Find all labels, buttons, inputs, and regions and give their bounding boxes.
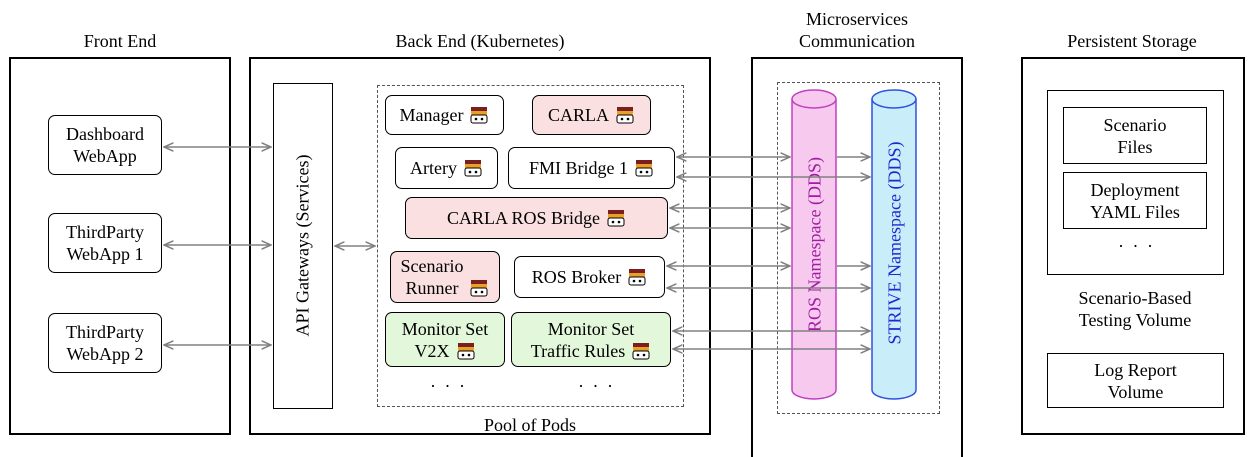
pod-carla-ros-bridge: CARLA ROS Bridge <box>405 197 668 239</box>
front-end-heading: Front End <box>83 31 157 51</box>
thirdparty-webapp-1-line1: ThirdParty <box>66 222 144 242</box>
docker-icon <box>607 210 625 227</box>
pod-carla-label: CARLA <box>547 105 609 125</box>
pod-monitor-traffic-line1: Monitor Set <box>547 318 635 339</box>
scenario-files: Scenario Files <box>1063 107 1207 164</box>
microservices-heading-line1: Microservices <box>806 9 908 29</box>
docker-icon <box>457 342 474 359</box>
namespace-container <box>777 82 940 414</box>
log-report-line1: Log Report <box>1094 359 1177 380</box>
scenario-files-line1: Scenario <box>1103 114 1167 135</box>
volume-label-line1: Scenario-Based <box>1078 288 1192 308</box>
log-report-volume: Log Report Volume <box>1047 353 1224 408</box>
storage-ellipsis: · · · <box>1118 236 1155 256</box>
pod-fmi-bridge: FMI Bridge 1 <box>508 147 675 189</box>
pod-carla-ros-bridge-label: CARLA ROS Bridge <box>446 208 601 228</box>
thirdparty-webapp-1: ThirdParty WebApp 1 <box>48 213 162 273</box>
log-report-line2: Volume <box>1107 381 1164 402</box>
pod-ros-broker: ROS Broker <box>514 256 665 298</box>
docker-icon <box>632 342 650 359</box>
microservices-heading-line2: Communication <box>799 31 915 51</box>
connection-arrows <box>0 0 1256 437</box>
pod-carla: CARLA <box>532 95 651 135</box>
pod-monitor-traffic-line2: Traffic Rules <box>530 340 626 361</box>
pod-manager: Manager <box>385 95 504 135</box>
persistent-storage-heading: Persistent Storage <box>1067 31 1197 51</box>
volume-label-line2: Testing Volume <box>1078 310 1192 330</box>
deployment-yaml-files: Deployment YAML Files <box>1063 172 1207 229</box>
pod-scenario-runner-line1: Scenario <box>400 256 464 276</box>
dashboard-webapp-line1: Dashboard <box>66 124 144 144</box>
deployment-line2: YAML Files <box>1090 201 1180 222</box>
microservices-column <box>751 57 963 457</box>
pod-monitor-traffic-rules: Monitor Set Traffic Rules <box>511 312 671 367</box>
pod-monitor-v2x-line2: V2X <box>414 340 450 361</box>
pod-monitor-v2x: Monitor Set V2X <box>385 312 505 367</box>
api-gateway <box>273 83 333 409</box>
docker-icon <box>470 107 488 124</box>
thirdparty-webapp-2: ThirdParty WebApp 2 <box>48 313 162 373</box>
pod-monitor-v2x-line1: Monitor Set <box>401 318 489 339</box>
back-end-heading: Back End (Kubernetes) <box>395 31 565 51</box>
docker-icon <box>635 160 653 177</box>
pod-manager-label: Manager <box>399 105 464 125</box>
docker-icon <box>628 269 646 286</box>
pool-of-pods <box>377 85 684 407</box>
thirdparty-webapp-1-line2: WebApp 1 <box>66 244 144 264</box>
pod-artery-label: Artery <box>410 158 457 178</box>
docker-icon <box>470 280 488 297</box>
pod-fmi-bridge-label: FMI Bridge 1 <box>529 158 628 178</box>
pod-scenario-runner-line2: Runner <box>405 278 459 298</box>
pod-scenario-runner-label: Scenario Runner <box>401 255 464 299</box>
thirdparty-webapp-2-line2: WebApp 2 <box>66 344 144 364</box>
docker-icon <box>464 160 482 177</box>
pod-monitor-traffic-line2-wrap: Traffic Rules <box>531 340 652 362</box>
pool-of-pods-label: Pool of Pods <box>483 415 577 435</box>
thirdparty-webapp-2-line1: ThirdParty <box>66 322 144 342</box>
strive-namespace-cylinder <box>871 89 917 400</box>
deployment-line1: Deployment <box>1090 179 1180 200</box>
pod-ros-broker-label: ROS Broker <box>531 267 622 287</box>
pods-ellipsis-left: · · · <box>430 376 467 396</box>
scenario-files-line2: Files <box>1117 136 1153 157</box>
pod-artery: Artery <box>395 147 498 189</box>
pod-scenario-runner: Scenario Runner <box>390 251 500 303</box>
pods-ellipsis-right: · · · <box>578 376 615 396</box>
pod-monitor-v2x-line2-wrap: V2X <box>415 340 476 362</box>
dashboard-webapp-line2: WebApp <box>73 146 137 166</box>
dashboard-webapp: Dashboard WebApp <box>48 115 162 175</box>
docker-icon <box>616 107 634 124</box>
